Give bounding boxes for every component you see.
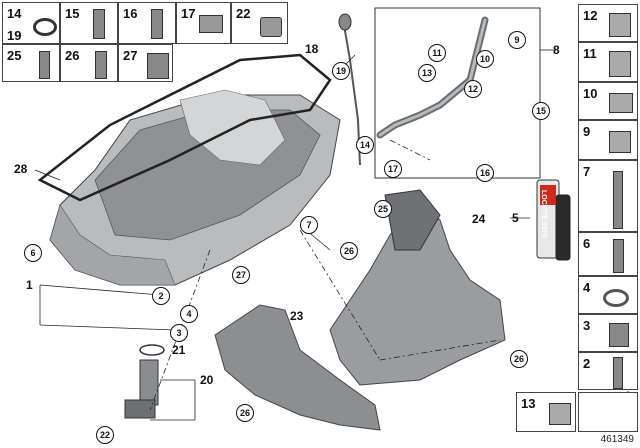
clip-icon (609, 51, 631, 77)
callout-23[interactable]: 23 (290, 309, 304, 323)
part-number: 15 (65, 6, 80, 21)
callout-2[interactable]: 2 (152, 287, 170, 305)
sealant-tube-label: LOCTITE 5970 (540, 190, 547, 238)
part-cell-6[interactable]: 6 (578, 232, 638, 276)
callout-14[interactable]: 14 (356, 136, 374, 154)
heat-shield-bracket (384, 189, 441, 251)
part-number: 11 (583, 46, 597, 61)
callout-3[interactable]: 3 (170, 324, 188, 342)
part-number: 14 (7, 6, 22, 21)
callout-25[interactable]: 25 (374, 200, 392, 218)
stud-icon (613, 357, 623, 389)
callout-12[interactable]: 12 (464, 80, 482, 98)
screw-icon (39, 51, 50, 79)
part-cell-15[interactable]: 15 (60, 2, 118, 44)
bolt-icon (93, 9, 105, 39)
clip-icon (609, 13, 631, 37)
document-number: 461349 (600, 434, 634, 445)
part-number-sub: 19 (7, 28, 22, 43)
callout-19[interactable]: 19 (332, 62, 350, 80)
part-number: 4 (583, 280, 591, 295)
drain-plug-icon (609, 323, 629, 347)
sealant-tube (536, 179, 571, 261)
part-cell-26[interactable]: 26 (60, 44, 118, 82)
part-number: 12 (583, 8, 598, 23)
clip-icon (609, 93, 633, 113)
callout-22[interactable]: 22 (96, 426, 114, 444)
dipstick-tube (376, 16, 489, 139)
part-number: 27 (123, 48, 138, 63)
part-number: 2 (583, 356, 591, 371)
callout-17[interactable]: 17 (384, 160, 402, 178)
part-number: 26 (65, 48, 80, 63)
part-cell-11[interactable]: 11 (578, 42, 638, 82)
nut-icon (260, 17, 282, 37)
oil-level-sensor (124, 344, 165, 419)
washer-icon (603, 289, 629, 307)
part-cell-10[interactable]: 10 (578, 82, 638, 120)
clip-nut-icon (199, 15, 223, 33)
part-cell-16[interactable]: 16 (118, 2, 176, 44)
part-cell-14[interactable]: 14 19 (2, 2, 60, 44)
callout-6[interactable]: 6 (24, 244, 42, 262)
part-number: 3 (583, 318, 591, 333)
callout-24[interactable]: 24 (472, 212, 486, 226)
o-ring-icon (33, 18, 57, 36)
callout-21[interactable]: 21 (172, 343, 186, 357)
callout-8[interactable]: 8 (553, 43, 560, 57)
part-number: 17 (181, 6, 196, 21)
part-number: 25 (7, 48, 22, 63)
callout-1[interactable]: 1 (26, 278, 33, 292)
callout-10[interactable]: 10 (476, 50, 494, 68)
clip-icon (549, 403, 571, 425)
part-cell-7[interactable]: 7 (578, 160, 638, 232)
part-number: 7 (583, 164, 591, 179)
part-number: 10 (583, 86, 598, 101)
callout-4[interactable]: 4 (180, 305, 198, 323)
bolt-icon (151, 9, 163, 39)
dipstick-handle (338, 13, 352, 31)
callout-16[interactable]: 16 (476, 164, 494, 182)
callout-11[interactable]: 11 (428, 44, 446, 62)
part-cell-13[interactable]: 13 (516, 392, 576, 432)
part-number: 22 (236, 6, 251, 21)
callout-13[interactable]: 13 (418, 64, 436, 82)
callout-7[interactable]: 7 (300, 216, 318, 234)
part-cell-17[interactable]: 17 (176, 2, 231, 44)
callout-26-c[interactable]: 26 (236, 404, 254, 422)
callout-5[interactable]: 5 (512, 211, 519, 225)
part-number: 9 (583, 124, 591, 139)
callout-20[interactable]: 20 (200, 373, 214, 387)
part-number: 6 (583, 236, 591, 251)
callout-15[interactable]: 15 (532, 102, 550, 120)
part-number: 13 (521, 396, 536, 411)
part-cell-3[interactable]: 3 (578, 314, 638, 352)
oil-pan (49, 89, 341, 286)
oil-pan-gasket (37, 53, 332, 202)
orientation-cell[interactable] (578, 392, 638, 432)
clip-icon (609, 131, 631, 153)
stud-icon (95, 51, 107, 79)
part-cell-9[interactable]: 9 (578, 120, 638, 160)
long-bolt-icon (613, 171, 623, 229)
callout-27[interactable]: 27 (232, 266, 250, 284)
part-cell-22[interactable]: 22 (231, 2, 288, 44)
dipstick-group-box (374, 7, 541, 179)
callout-28[interactable]: 28 (14, 162, 28, 176)
heat-shield-small (214, 304, 381, 431)
bolt-icon (613, 239, 624, 273)
part-cell-12[interactable]: 12 (578, 4, 638, 42)
part-cell-4[interactable]: 4 (578, 276, 638, 314)
callout-9[interactable]: 9 (508, 31, 526, 49)
part-cell-27[interactable]: 27 (118, 44, 173, 82)
callout-26-a[interactable]: 26 (340, 242, 358, 260)
callout-26-b[interactable]: 26 (510, 350, 528, 368)
part-cell-25[interactable]: 25 (2, 44, 60, 82)
part-number: 16 (123, 6, 138, 21)
collar-nut-icon (147, 53, 169, 79)
callout-18[interactable]: 18 (305, 42, 319, 56)
part-cell-2[interactable]: 2 (578, 352, 638, 390)
